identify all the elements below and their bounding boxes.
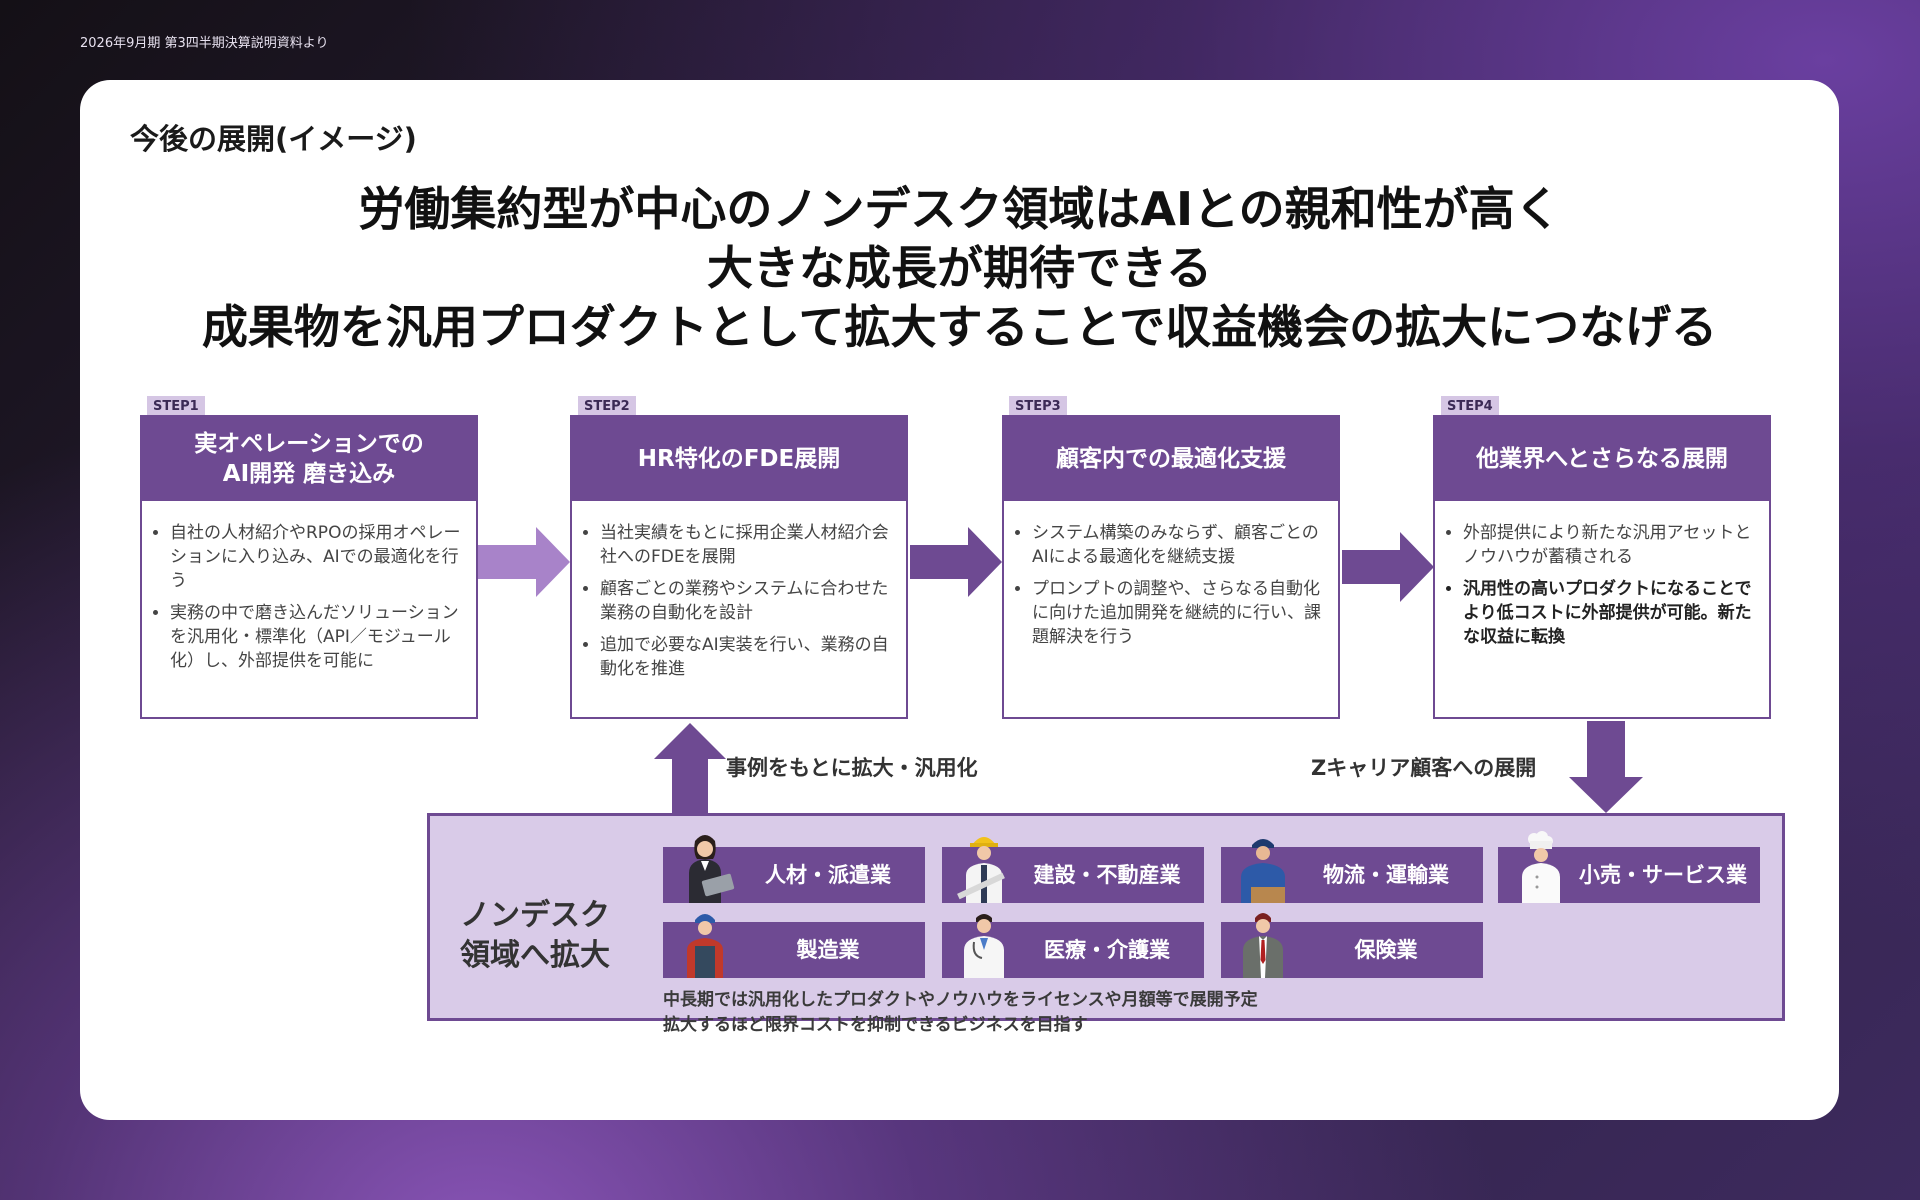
zcareer-label: Zキャリア顧客への展開 xyxy=(1311,756,1537,780)
slide-card: 今後の展開(イメージ) 労働集約型が中心のノンデスク領域はAIとの親和性が高く … xyxy=(80,80,1839,1120)
headline-line-2: 大きな成長が期待できる xyxy=(706,241,1213,295)
arrow-step1-to-step2 xyxy=(478,527,570,597)
arrow-step3-to-step4 xyxy=(1342,532,1434,602)
nondesk-title: ノンデスク領域へ拡大 xyxy=(460,898,610,973)
arrow-up-expansion xyxy=(654,723,726,817)
industry-manufacturing: 製造業 xyxy=(663,914,925,978)
industry-insurance: 保険業 xyxy=(1221,913,1483,978)
nondesk-panel: ノンデスク領域へ拡大 人材・派遣業 建設・不動産業 xyxy=(427,813,1785,1035)
section-title: 今後の展開(イメージ) xyxy=(130,122,417,156)
industry-medical: 医療・介護業 xyxy=(942,914,1204,978)
step2-box: HR特化のFDE展開 当社実績をもとに採用企業人材紹介会社へのFDEを展開 顧客… xyxy=(570,415,908,719)
headline-line-3: 成果物を汎用プロダクトとして拡大することで収益機会の拡大につなげる xyxy=(201,300,1718,354)
step3-bullet: プロンプトの調整や、さらなる自動化に向けた追加開発を継続的に行い、課題解決を行う xyxy=(1032,577,1326,649)
industry-label: 小売・サービス業 xyxy=(1579,863,1747,887)
industry-label: 物流・運輸業 xyxy=(1323,863,1449,887)
step3-box: 顧客内での最適化支援 システム構築のみならず、顧客ごとのAIによる最適化を継続支… xyxy=(1002,415,1340,719)
industry-label: 保険業 xyxy=(1354,938,1418,962)
step3-title: 顧客内での最適化支援 xyxy=(1004,417,1338,501)
industry-retail: 小売・サービス業 xyxy=(1498,831,1760,903)
headline: 労働集約型が中心のノンデスク領域はAIとの親和性が高く 大きな成長が期待できる … xyxy=(80,180,1839,357)
industry-construction: 建設・不動産業 xyxy=(942,837,1204,903)
step1-bullet: 自社の人材紹介やRPOの採用オペレーションに入り込み、AIでの最適化を行う xyxy=(170,521,464,593)
step4-bullet: 外部提供により新たな汎用アセットとノウハウが蓄積される xyxy=(1463,521,1757,569)
industry-staffing: 人材・派遣業 xyxy=(663,835,925,903)
step2-bullet: 当社実績をもとに採用企業人材紹介会社へのFDEを展開 xyxy=(600,521,894,569)
step1-bullet: 実務の中で磨き込んだソリューションを汎用化・標準化（API／モジュール化）し、外… xyxy=(170,601,464,673)
step4-tag: STEP4 xyxy=(1441,396,1499,418)
step4-title: 他業界へとさらなる展開 xyxy=(1435,417,1769,501)
source-note: 2026年9月期 第3四半期決算説明資料より xyxy=(80,36,329,51)
step4-box: 他業界へとさらなる展開 外部提供により新たな汎用アセットとノウハウが蓄積される … xyxy=(1433,415,1771,719)
step2-tag: STEP2 xyxy=(578,396,636,418)
arrow-down-zcareer xyxy=(1569,721,1643,813)
expansion-label: 事例をもとに拡大・汎用化 xyxy=(726,756,978,780)
step1-tag: STEP1 xyxy=(147,396,205,418)
delivery-worker-icon xyxy=(1241,839,1285,903)
factory-worker-icon xyxy=(687,914,723,978)
arrow-step2-to-step3 xyxy=(910,527,1002,597)
step2-bullet: 追加で必要なAI実装を行い、業務の自動化を推進 xyxy=(600,633,894,681)
nondesk-note: 中長期では汎用化したプロダクトやノウハウをライセンスや月額等で展開予定 拡大する… xyxy=(663,990,1258,1035)
doctor-icon xyxy=(964,914,1004,978)
construction-worker-icon xyxy=(957,837,1005,903)
headline-line-1: 労働集約型が中心のノンデスク領域はAIとの親和性が高く xyxy=(358,182,1561,236)
step3-bullet: システム構築のみならず、顧客ごとのAIによる最適化を継続支援 xyxy=(1032,521,1326,569)
businessman-icon xyxy=(1243,913,1283,978)
industry-label: 建設・不動産業 xyxy=(1033,863,1181,887)
industry-label: 人材・派遣業 xyxy=(765,863,891,887)
step3-tag: STEP3 xyxy=(1009,396,1067,418)
step2-bullet: 顧客ごとの業務やシステムに合わせた業務の自動化を設計 xyxy=(600,577,894,625)
step2-title: HR特化のFDE展開 xyxy=(572,417,906,501)
step4-bullet: 汎用性の高いプロダクトになることでより低コストに外部提供が可能。新たな収益に転換 xyxy=(1463,577,1757,649)
chef-icon xyxy=(1522,831,1560,903)
industry-label: 製造業 xyxy=(796,938,860,962)
industry-label: 医療・介護業 xyxy=(1044,938,1170,962)
industry-logistics: 物流・運輸業 xyxy=(1221,839,1483,903)
businesswoman-laptop-icon xyxy=(689,835,735,903)
